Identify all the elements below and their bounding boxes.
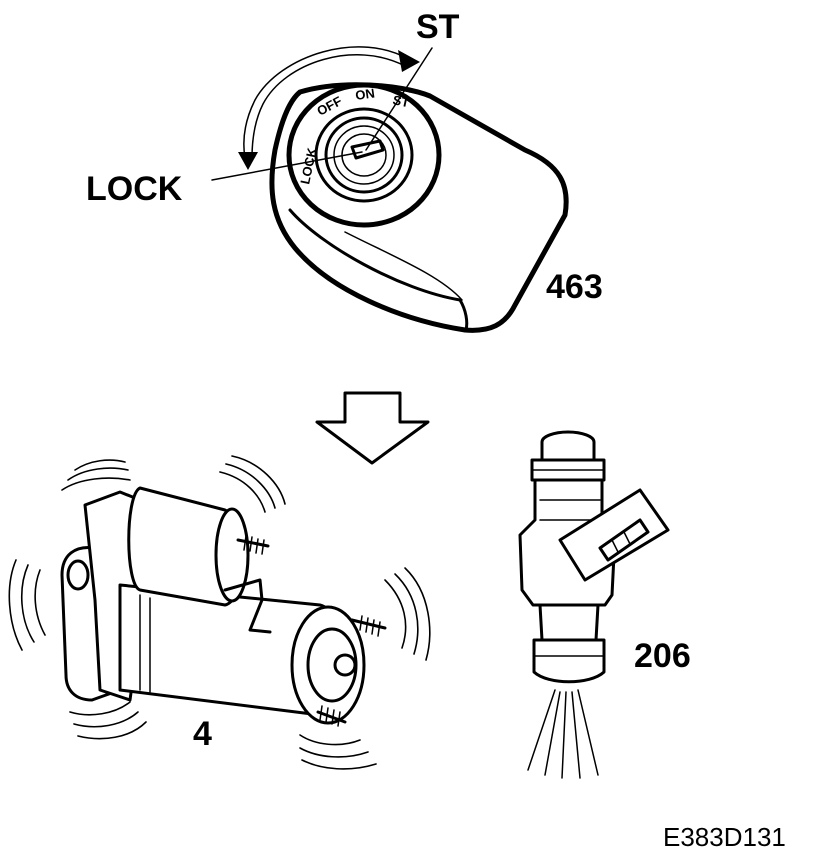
injector-lower-body <box>538 603 600 642</box>
label-st: ST <box>416 8 460 46</box>
ring-label-on: ON <box>354 85 375 103</box>
ignition-ring-outer <box>286 82 442 228</box>
starter-motor <box>8 455 431 770</box>
ignition-switch-edge <box>344 231 463 301</box>
injector-connector <box>558 488 670 582</box>
lock-leader-line <box>211 151 363 181</box>
vibration-lines-icon <box>8 455 431 770</box>
key-slot <box>350 139 385 160</box>
label-injector-number: 206 <box>634 637 691 675</box>
ignition-ring-core <box>333 125 395 185</box>
starter-stud-top-thread <box>359 615 381 637</box>
starter-nose <box>66 559 90 591</box>
fuel-injector <box>518 430 670 779</box>
injector-connector-slot <box>598 518 650 562</box>
solenoid-stud-thread <box>243 535 265 555</box>
injector-lower-oring <box>532 638 606 684</box>
st-leader-line <box>365 47 433 151</box>
ignition-switch-housing <box>269 82 569 333</box>
solenoid-strap <box>223 578 272 634</box>
label-switch-number: 463 <box>546 268 603 306</box>
ignition-switch-bevel <box>288 208 469 332</box>
ignition-switch: OFF ON LOCK ST <box>211 46 569 333</box>
solenoid-end <box>214 507 250 603</box>
rotation-arrow-icon <box>238 46 420 170</box>
starter-end-cap <box>290 605 366 725</box>
ignition-ring-inner <box>324 116 404 194</box>
figure-reference: E383D131 <box>663 822 786 852</box>
ignition-ring-mid <box>314 107 414 203</box>
starter-body-seam <box>139 594 151 693</box>
label-starter-number: 4 <box>193 715 212 753</box>
fuel-spray-icon <box>527 689 599 779</box>
injector-connector-pins <box>611 531 631 553</box>
starter-stud-bottom-thread <box>319 705 341 727</box>
down-arrow-icon <box>315 391 430 465</box>
label-lock: LOCK <box>86 170 183 208</box>
starter-stud-bottom <box>316 710 347 724</box>
starter-center-stud <box>333 653 357 677</box>
